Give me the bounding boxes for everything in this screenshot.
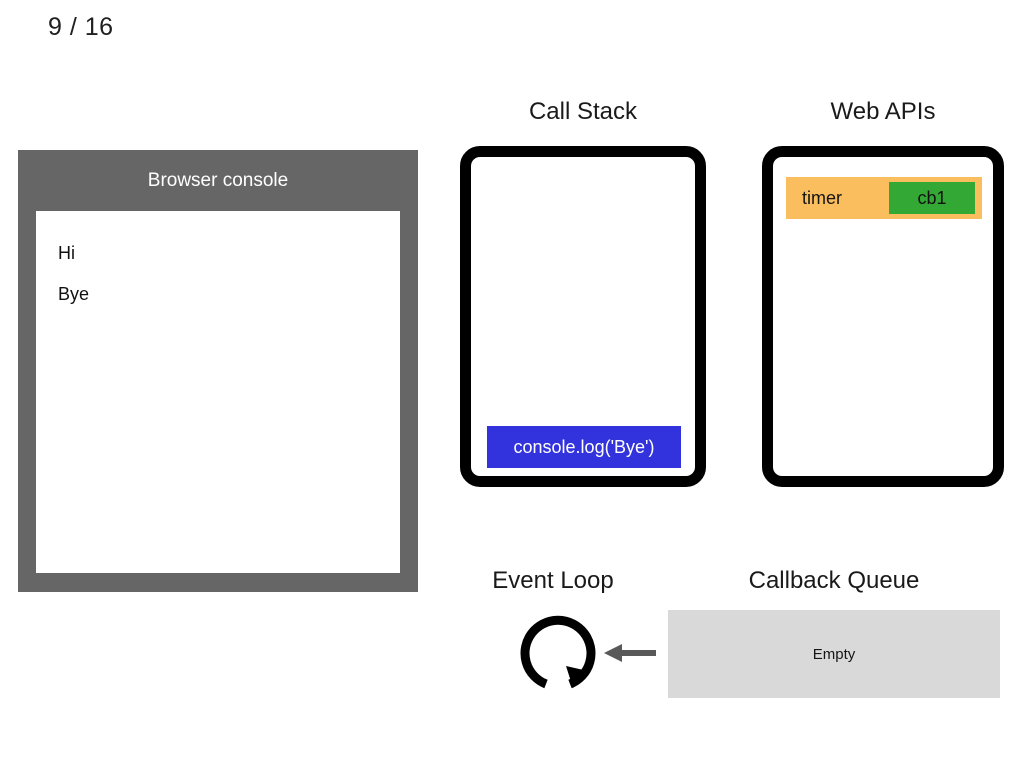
call-stack-title: Call Stack [528, 98, 638, 125]
callback-queue-status: Empty [812, 645, 856, 663]
call-stack-frame: console.log('Bye') [487, 426, 681, 468]
event-loop-title: Event Loop [492, 567, 614, 594]
web-apis-title: Web APIs [830, 98, 936, 125]
call-stack-inner: console.log('Bye') [471, 157, 695, 476]
web-apis-inner: timer cb1 [773, 157, 993, 476]
web-api-task-label: timer [802, 187, 842, 208]
browser-console-title: Browser console [147, 170, 289, 191]
slide-counter: 9 / 16 [48, 13, 114, 41]
web-api-callback-chip: cb1 [889, 182, 975, 214]
web-api-task-row: timer cb1 [786, 177, 982, 219]
callback-queue-box: Empty [668, 610, 1000, 698]
browser-console-panel: Browser console Hi Bye [18, 150, 418, 592]
web-apis-box: timer cb1 [762, 146, 1004, 487]
circular-arrow-icon [518, 614, 598, 694]
browser-console-output: Hi Bye [36, 211, 400, 573]
callback-queue-title: Callback Queue [748, 567, 920, 594]
console-log-line: Bye [58, 284, 90, 304]
arrow-left-icon [604, 643, 656, 663]
console-log-line: Hi [58, 243, 75, 263]
call-stack-box: console.log('Bye') [460, 146, 706, 487]
